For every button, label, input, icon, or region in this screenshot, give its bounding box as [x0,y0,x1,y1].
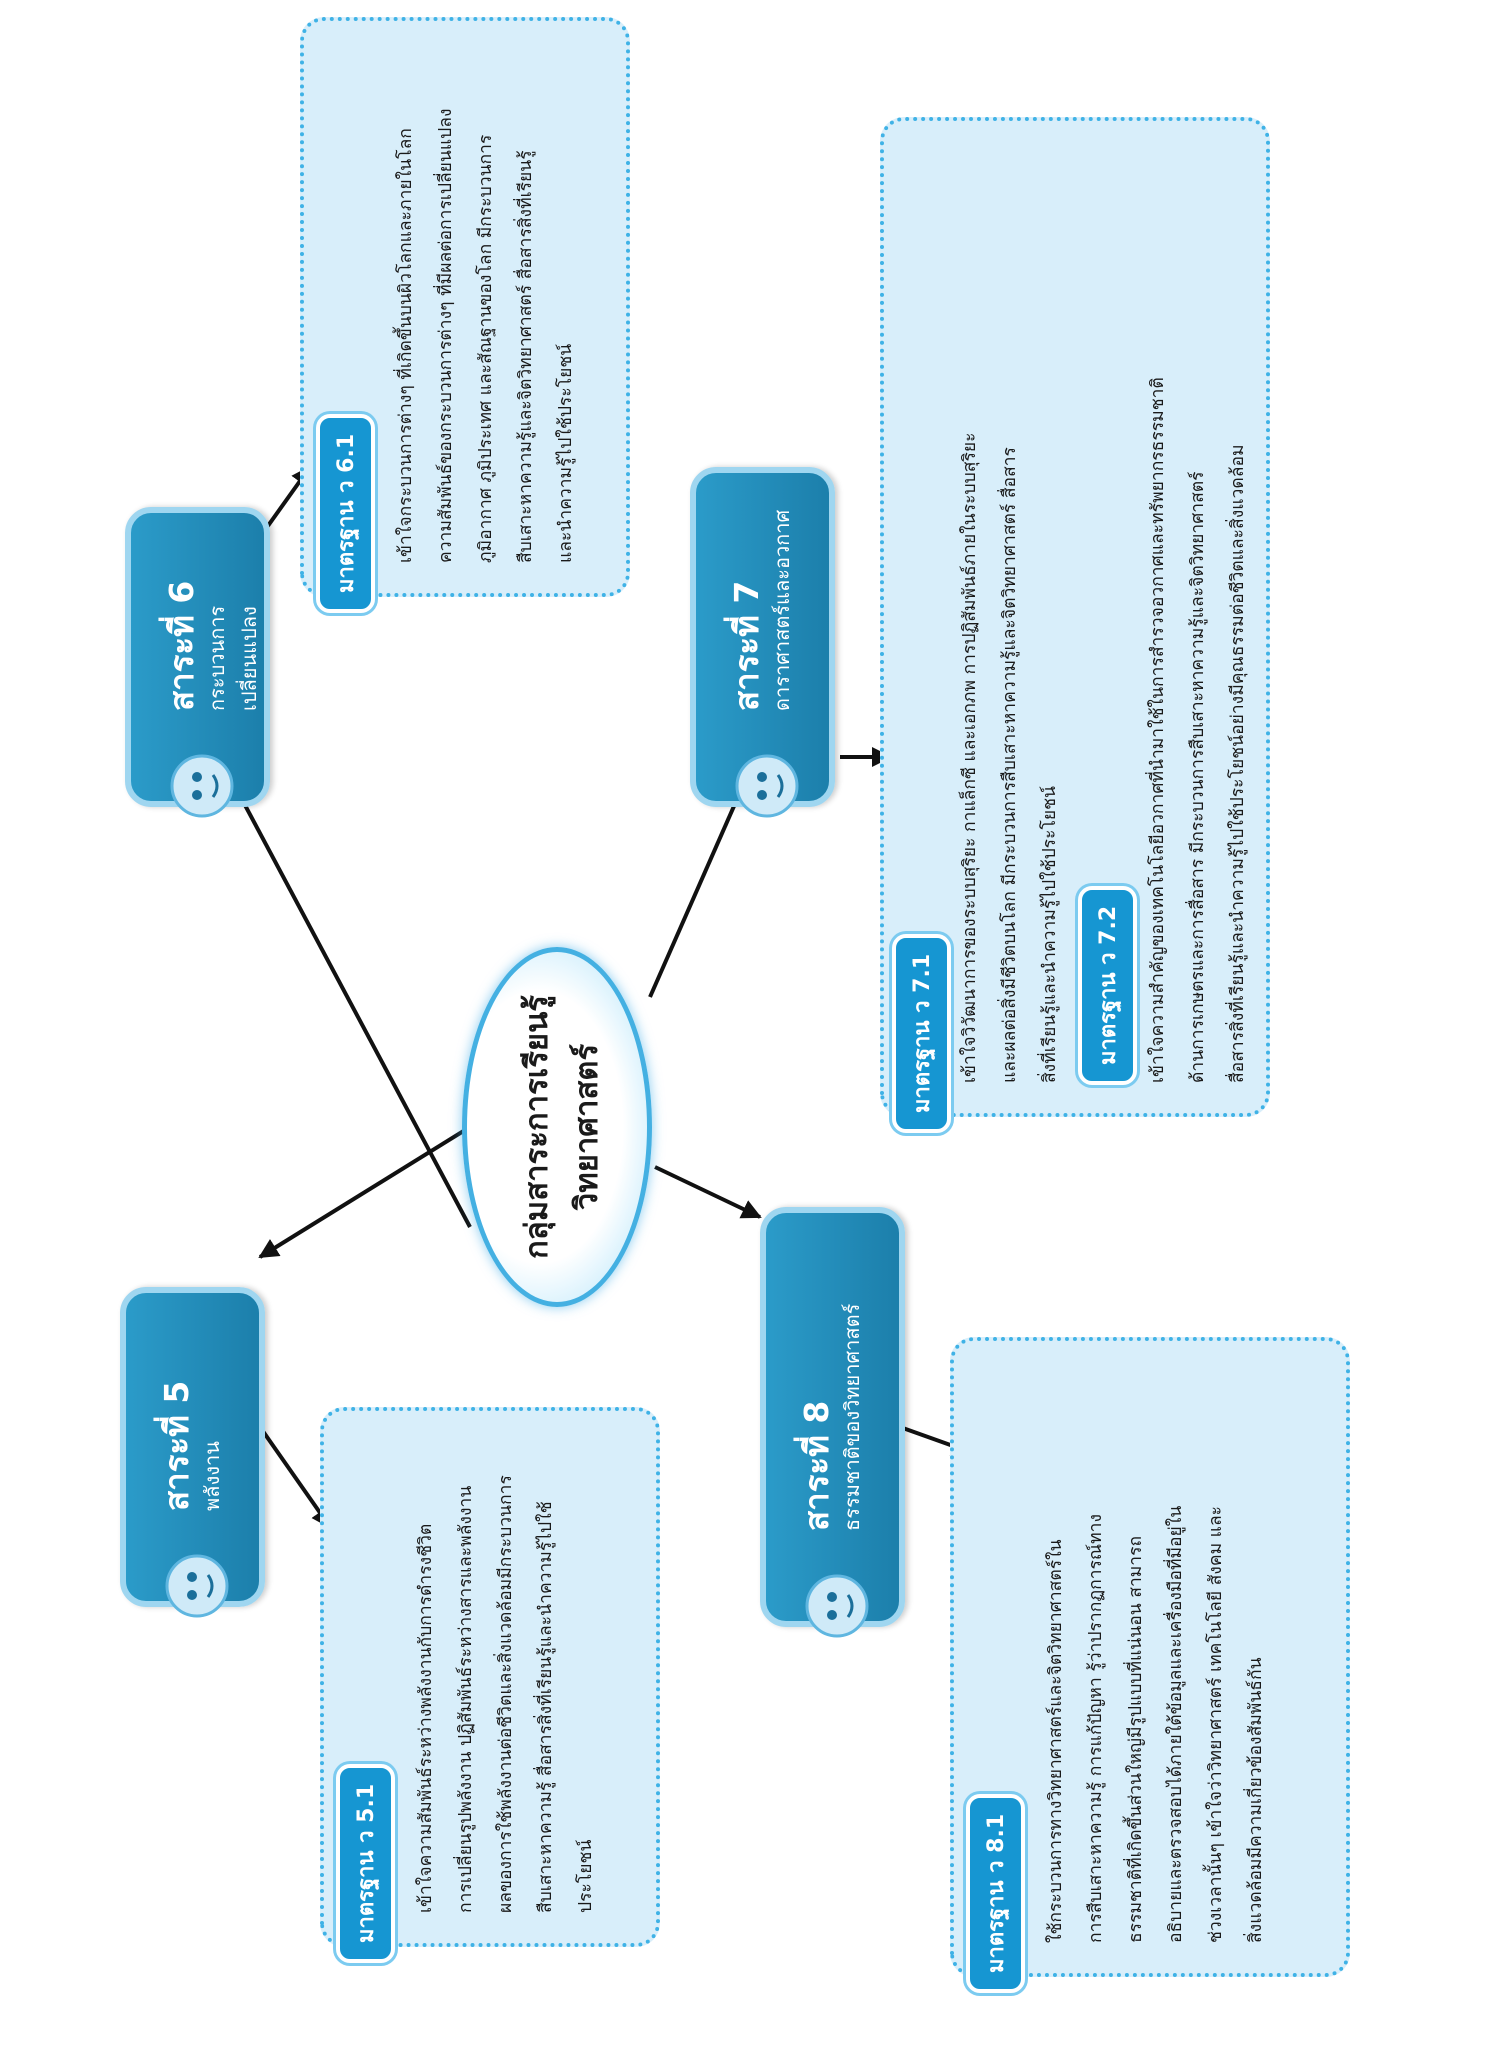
mascot-icon [170,754,234,818]
standard-5-1-line: เข้าใจความสัมพันธ์ระหว่างพลังงานกับการดำ… [416,1523,436,1913]
center-title-line2: วิทยาศาสตร์ [569,1043,605,1211]
standard-8-1-line: ธรรมชาติที่เกิดขึ้นส่วนใหญ่มีรูปแบบที่แน… [1126,1535,1146,1943]
standard-5-1-panel: มาตรฐาน ว 5.1 เข้าใจความสัมพันธ์ระหว่างพ… [320,1407,660,1963]
mascot-icon [735,754,799,818]
arrow-center-to-topic6 [228,775,472,1228]
topic-5-subtitle: พลังงาน [200,1441,224,1511]
standard-7-2-badge: มาตรฐาน ว 7.2 [1078,885,1137,1085]
standard-7-1-badge: มาตรฐาน ว 7.1 [892,933,951,1133]
topic-7-subtitle: ดาราศาสตร์และอวกาศ [770,509,794,711]
topic-8-box: สาระที่ 8 ธรรมชาติของวิทยาศาสตร์ [760,1207,905,1638]
standard-6-1-line: สืบเสาะหาความรู้และจิตวิทยาศาสตร์ สื่อสา… [516,150,536,563]
standard-5-1-line: การเปลี่ยนรูปพลังงาน ปฏิสัมพันธ์ระหว่างส… [456,1485,476,1913]
standard-8-1-line: สิ่งแวดล้อมมีความเกี่ยวข้องสัมพันธ์กัน [1246,1657,1266,1943]
standard-5-1-badge: มาตรฐาน ว 5.1 [336,1763,395,1963]
topic-5-box: สาระที่ 5 พลังงาน [120,1287,265,1618]
center-node: กลุ่มสาระการเรียนรู้ วิทยาศาสตร์ [462,947,652,1307]
mascot-icon [165,1554,229,1618]
standard-7-panel: มาตรฐาน ว 7.1 เข้าใจวิวัฒนาการของระบบสุร… [880,117,1270,1133]
standard-7-1-line: สิ่งที่เรียนรู้และนำความรู้ไปใช้ประโยชน์ [1040,786,1060,1083]
arrow-center-to-topic8 [654,1165,762,1219]
standard-5-1-line: ประโยชน์ [576,1839,596,1913]
arrow-center-to-topic5 [258,1125,472,1259]
center-title-line1: กลุ่มสาระการเรียนรู้ [519,995,555,1259]
standard-6-1-line: ภูมิอากาศ ภูมิประเทศ และสัณฐานของโลก มีก… [476,134,496,563]
topic-7-box: สาระที่ 7 ดาราศาสตร์และอวกาศ [690,467,835,818]
standard-6-1-line: ความสัมพันธ์ของกระบวนการต่างๆ ที่มีผลต่อ… [436,108,456,563]
standard-5-1-line: สืบเสาะหาความรู้ สื่อสารสิ่งที่เรียนรู้แ… [536,1501,556,1913]
standard-7-2-line: สื่อสารสิ่งที่เรียนรู้และนำความรู้ไปใช้ป… [1228,444,1248,1083]
standard-8-1-line: ใช้กระบวนการทางวิทยาศาสตร์และจิตวิทยาศาส… [1046,1539,1066,1943]
topic-8-subtitle: ธรรมชาติของวิทยาศาสตร์ [840,1303,864,1531]
standard-7-1-line: เข้าใจวิวัฒนาการของระบบสุริยะ กาแล็กซี แ… [960,432,980,1083]
standard-5-1-line: ผลของการใช้พลังงานต่อชีวิตและสิ่งแวดล้อม… [496,1475,516,1913]
topic-6-subtitle: กระบวนการเปลี่ยนแปลง [205,605,261,711]
standard-8-1-badge: มาตรฐาน ว 8.1 [966,1793,1025,1993]
standard-7-2-line: เข้าใจความสำคัญของเทคโนโลยีอวกาศที่นำมาใ… [1148,377,1168,1083]
standard-8-1-panel: มาตรฐาน ว 8.1 ใช้กระบวนการทางวิทยาศาสตร์… [950,1337,1350,1993]
standard-6-1-line: เข้าใจกระบวนการต่างๆ ที่เกิดขึ้นบนผิวโลก… [396,128,416,563]
standard-7-1-line: และผลต่อสิ่งมีชีวิตบนโลก มีกระบวนการสืบเ… [1000,447,1020,1083]
standard-6-1-badge: มาตรฐาน ว 6.1 [316,413,375,613]
standard-6-1-panel: มาตรฐาน ว 6.1 เข้าใจกระบวนการต่างๆ ที่เก… [300,17,630,613]
arrow-topic5-to-std51 [258,1425,332,1529]
standard-8-1-line: การสืบเสาะหาความรู้ การแก้ปัญหา รู้ว่าปร… [1086,1513,1106,1943]
standard-6-1-line: และนำความรู้ไปใช้ประโยชน์ [556,343,576,563]
standard-7-2-line: ด้านการเกษตรและการสื่อสาร มีกระบวนการสืบ… [1188,471,1208,1083]
standard-8-1-line: อธิบายและตรวจสอบได้ภายใต้ข้อมูลและเครื่อ… [1166,1505,1186,1943]
topic-6-box: สาระที่ 6 กระบวนการเปลี่ยนแปลง [125,507,270,818]
mascot-icon [805,1574,869,1638]
standard-8-1-line: ช่วงเวลานั้นๆ เข้าใจว่าวิทยาศาสตร์ เทคโน… [1206,1505,1226,1943]
